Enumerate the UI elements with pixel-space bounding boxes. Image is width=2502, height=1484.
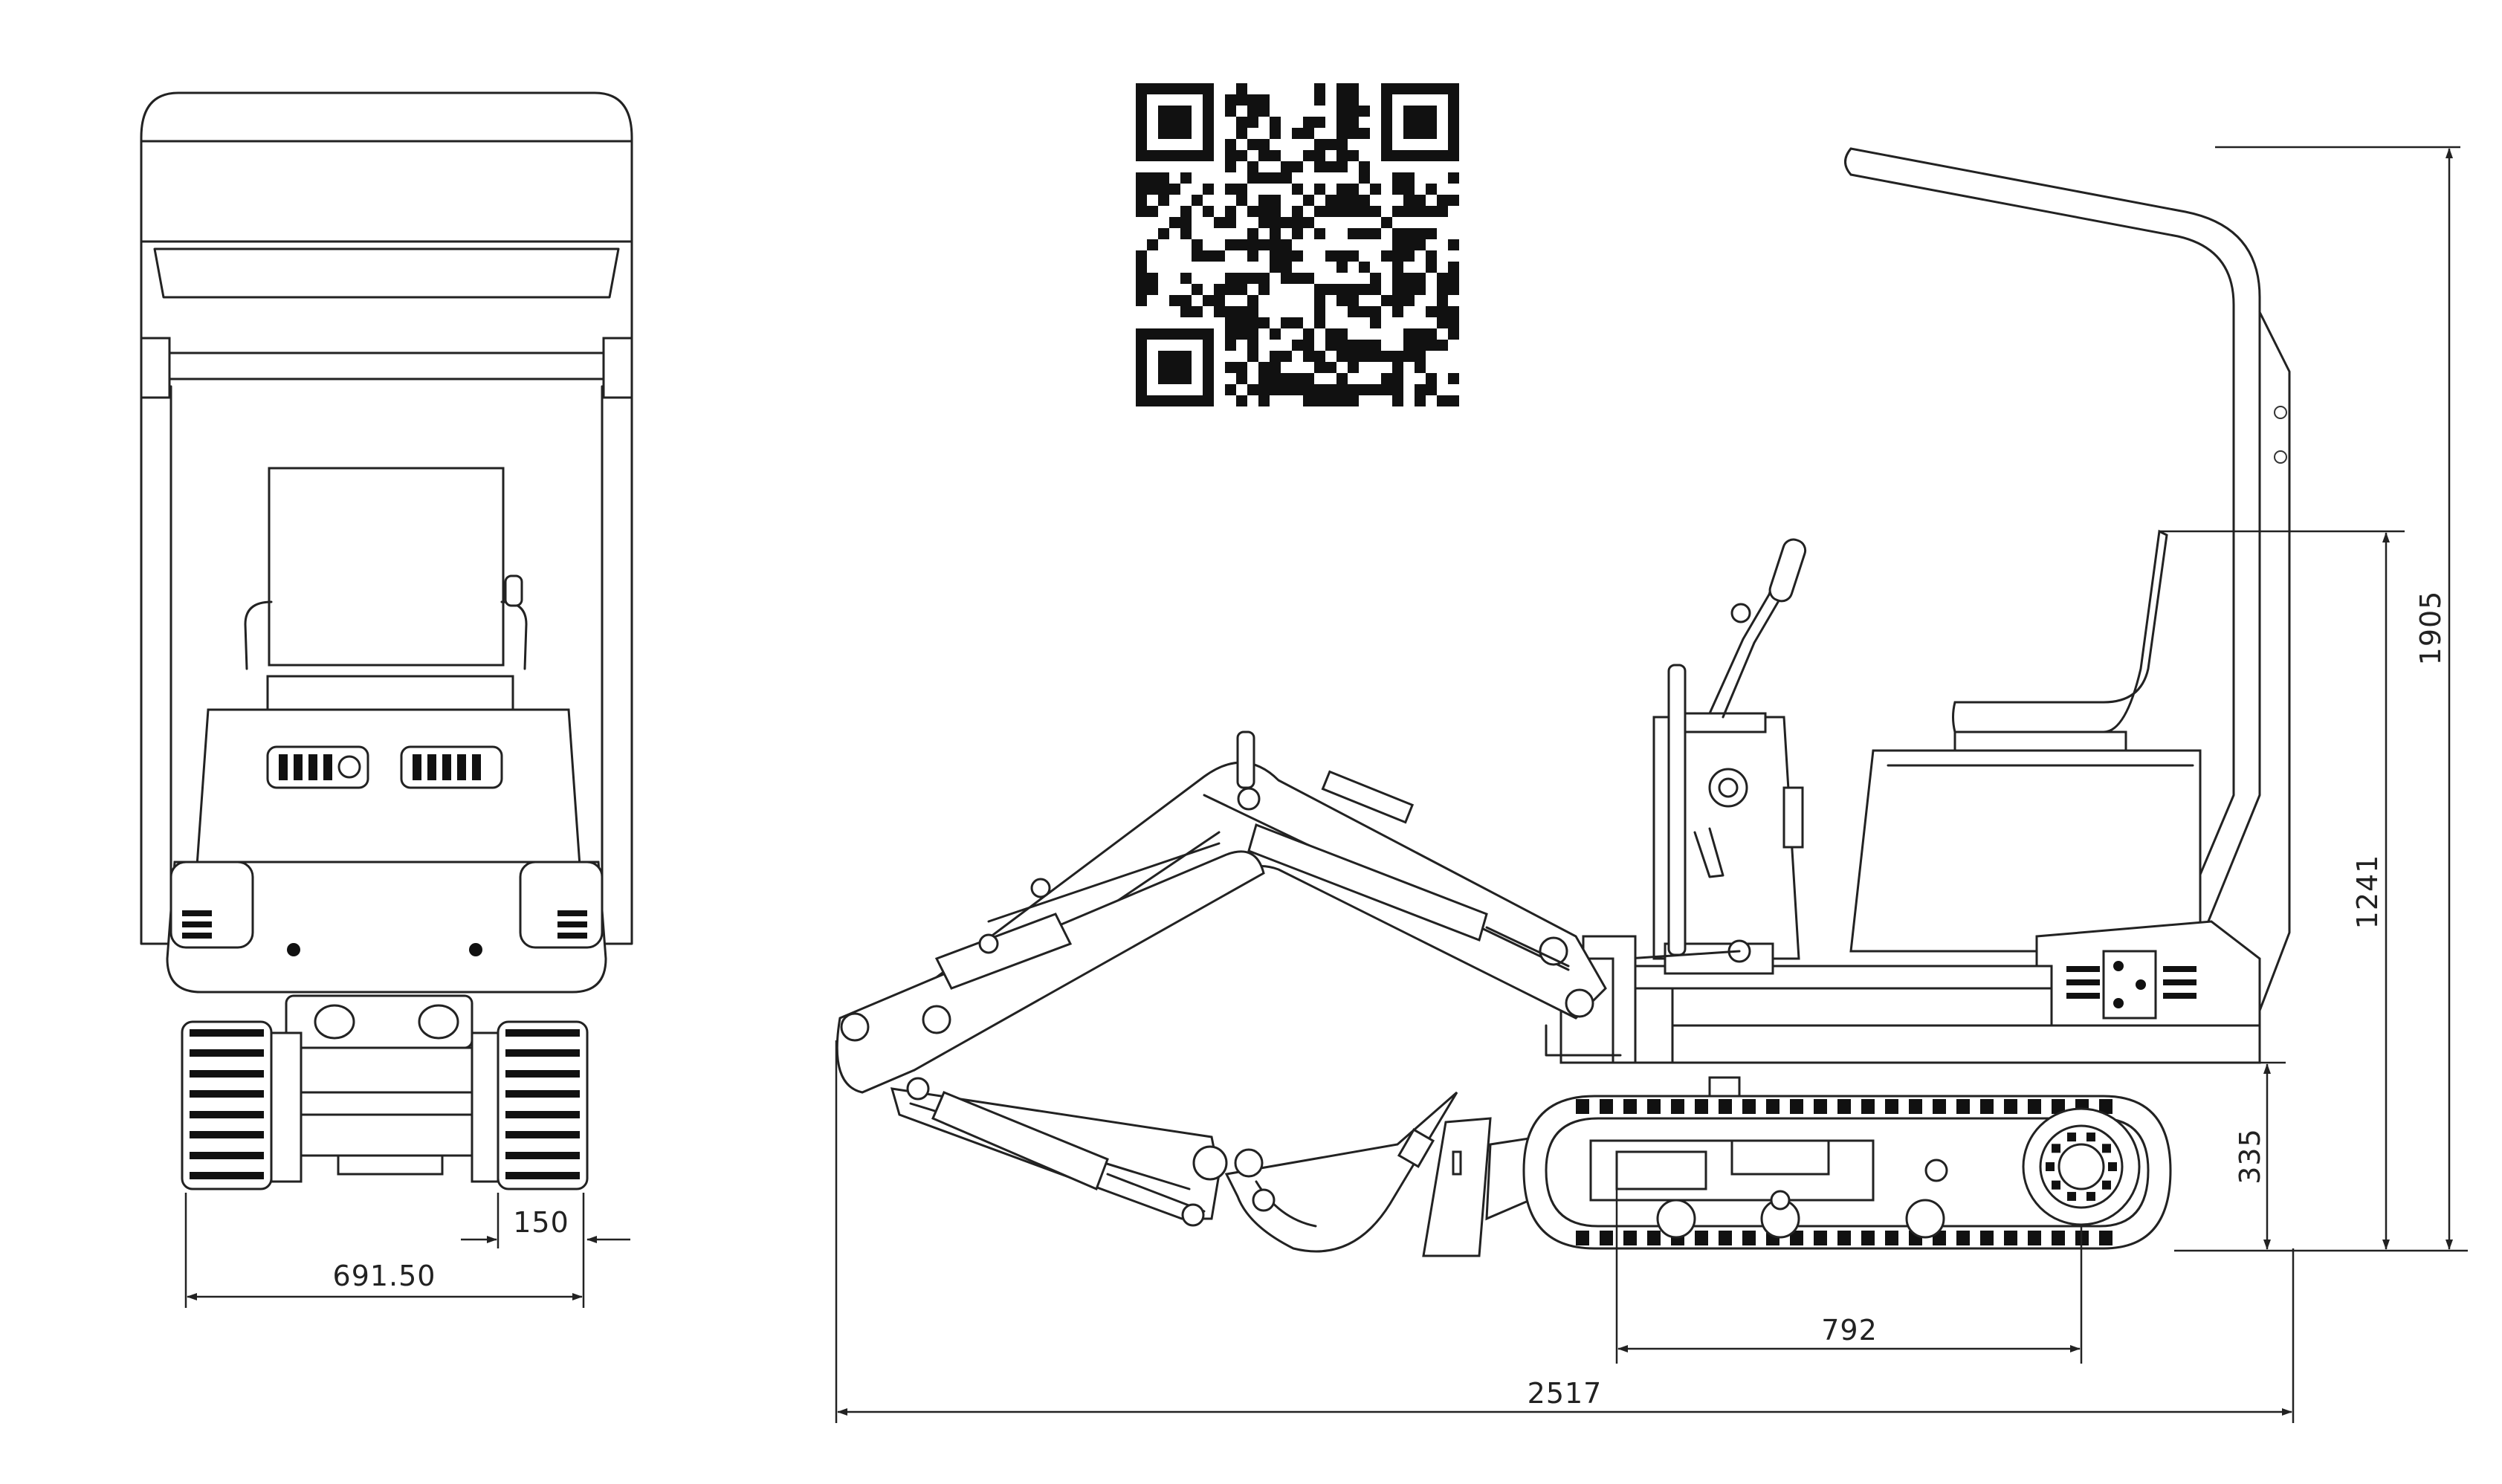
qr-code — [1136, 83, 1459, 406]
side-dimension-overall-height: 1905 — [2215, 146, 2460, 1250]
ground-clearance-label: 335 — [2234, 1128, 2266, 1185]
side-dimension-seat-height: 1241 — [2159, 530, 2405, 1250]
track-length-label: 792 — [1821, 1314, 1878, 1347]
side-view — [835, 147, 2291, 1257]
track-width-label: 691.50 — [333, 1260, 436, 1292]
side-dimension-overall-length: 2517 — [835, 1040, 2295, 1423]
front-dimension-track-width: 691.50 — [184, 1193, 585, 1308]
side-dimension-ground-clearance: 335 — [2174, 1061, 2468, 1252]
side-dimension-track-length: 792 — [1615, 1189, 2083, 1364]
overall-height-label: 1905 — [2414, 591, 2447, 666]
front-view — [140, 91, 633, 1190]
overall-length-label: 2517 — [1528, 1377, 1603, 1410]
front-dimension-track-shoe: 150 — [461, 1193, 630, 1248]
track-shoe-label: 150 — [513, 1206, 569, 1239]
seat-height-label: 1241 — [2351, 855, 2384, 930]
